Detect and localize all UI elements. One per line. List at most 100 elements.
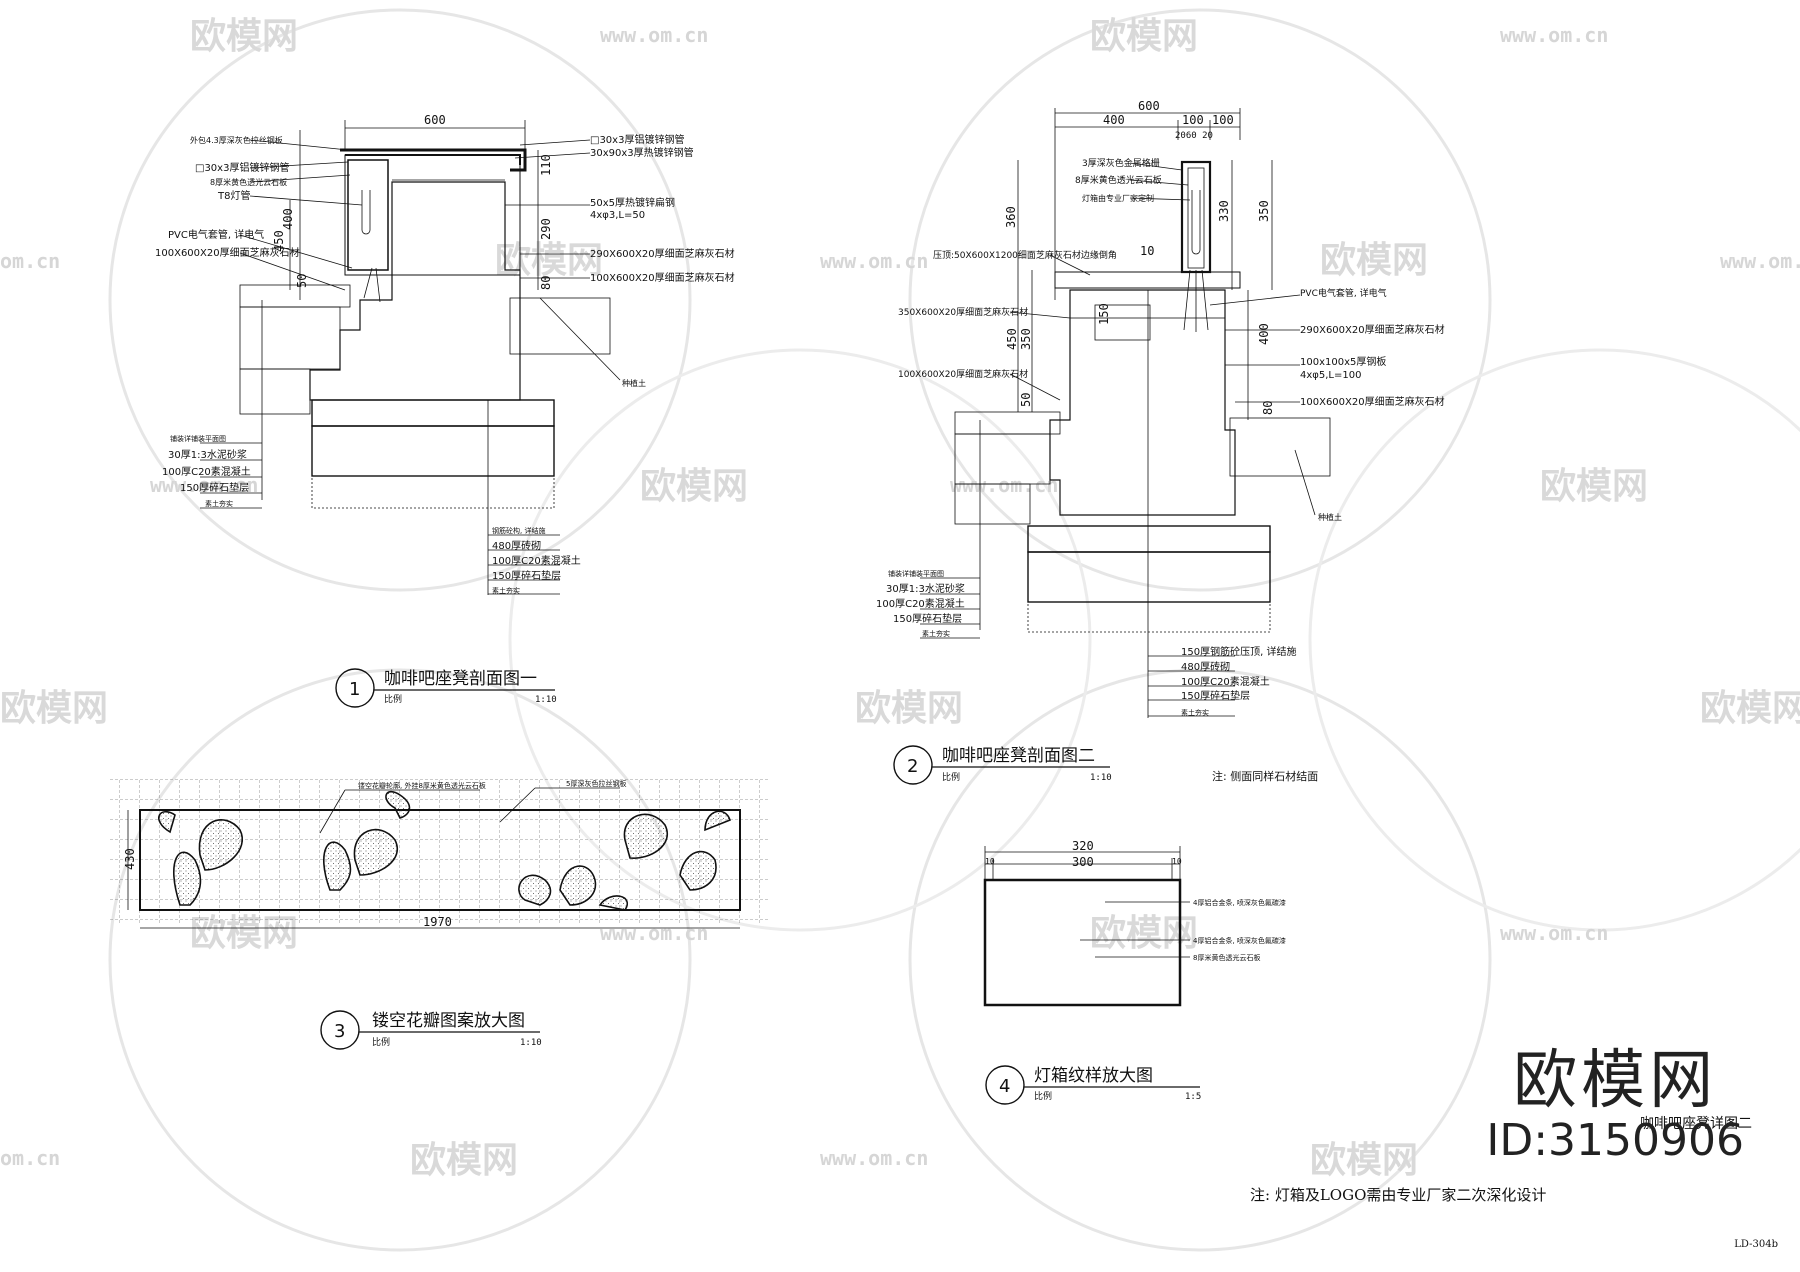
label-layer: 100厚C20素混凝土 [492, 554, 581, 567]
brand-logo: 欧模网 [1513, 1044, 1718, 1118]
dim-100: 100 [1212, 113, 1234, 127]
dim-50: 50 [295, 274, 309, 288]
label-layer: 30厚1:3水泥砂浆 [168, 448, 247, 461]
watermark-brand: 欧模网 [1700, 688, 1800, 729]
label-right: 4xφ5,L=100 [1300, 370, 1361, 381]
drawing-note: 注: 侧面同样石材结面 [1212, 769, 1318, 783]
watermark-url: www.om.cn [950, 473, 1058, 497]
label-layer: 100厚C20素混凝土 [876, 597, 965, 610]
dim-450: 450 [1005, 328, 1019, 350]
label-right: 4xφ3,L=50 [590, 210, 645, 221]
watermark-brand: 欧模网 [410, 1140, 518, 1181]
dim-330: 330 [1217, 200, 1231, 222]
label-left: 外包4.3厚深灰色拉丝钢板 [190, 135, 283, 145]
label-right: 30x90x3厚热镀锌钢管 [590, 146, 694, 159]
dim-100: 100 [1182, 113, 1204, 127]
scale-label: 比例 [1034, 1090, 1052, 1102]
petal-pattern-drawing: 1970 430 镂空花瓣轮廓, 外挂8厚米黄色透光云石板 5厚深灰色拉丝钢板 … [110, 778, 770, 1050]
footer-note: 注: 灯箱及LOGO需由专业厂家二次深化设计 [1250, 1186, 1547, 1204]
watermark-url: www.om.cn [600, 921, 708, 945]
dim-10: 10 [985, 857, 995, 866]
scale-label: 比例 [384, 693, 402, 705]
drawing-number: 1 [349, 679, 360, 700]
dim-80: 80 [539, 276, 553, 290]
label-layer: 素土夯实 [922, 629, 950, 638]
label-layer: 钢筋砼构, 详结施 [492, 526, 545, 535]
label-left: 100X600X20厚细面芝麻灰石材 [898, 368, 1028, 380]
label-left: 8厚米黄色透光云石板 [1075, 174, 1162, 186]
label-soil: 种植土 [1318, 512, 1342, 522]
dim-150: 150 [1097, 303, 1111, 325]
label-strip: 4厚铝合金条, 喷深灰色氟碳漆 [1193, 936, 1286, 945]
dim-290: 290 [539, 218, 553, 240]
label-layer: 素土夯实 [1181, 708, 1209, 717]
drawing-title: 咖啡吧座凳剖面图二 [942, 746, 1095, 766]
label-right: 290X600X20厚细面芝麻灰石材 [590, 247, 735, 260]
section-drawing-2: 600 400 100 100 2060 20 种植土 360 450 35 [876, 99, 1445, 785]
dim-400: 400 [281, 208, 295, 230]
label-layer: 150厚碎石垫层 [893, 612, 962, 625]
watermark-brand: 欧模网 [1090, 16, 1198, 57]
dim-350: 350 [1257, 200, 1271, 222]
scale-value: 1:10 [535, 695, 557, 705]
label-layer: 100厚C20素混凝土 [162, 465, 251, 478]
watermark-brand: 欧模网 [190, 16, 298, 57]
watermark-url-short: om.cn [0, 249, 60, 273]
drawing-number: 2 [907, 756, 918, 777]
scale-value: 1:10 [1090, 773, 1112, 783]
label-layer: 480厚砖砌 [1181, 660, 1230, 673]
dim-10: 10 [1172, 857, 1182, 866]
watermark-url: www.om.cn [1720, 249, 1800, 273]
label-layer: 素土夯实 [205, 499, 233, 508]
dim-small: 2060 20 [1175, 131, 1213, 141]
label-left: 压顶:50X600X1200细面芝麻灰石材边缘倒角 [933, 249, 1117, 261]
label-left: 100X600X20厚细面芝麻灰石材 [155, 246, 300, 259]
label-left: □30x3厚铝镀锌钢管 [195, 161, 289, 174]
sheet-number: LD-304b [1734, 1239, 1778, 1250]
label-soil: 种植土 [622, 378, 646, 388]
label-right: 100X600X20厚细面芝麻灰石材 [590, 271, 735, 284]
scale-label: 比例 [372, 1036, 390, 1048]
dim-400: 400 [1257, 323, 1271, 345]
watermark-url: www.om.cn [600, 23, 708, 47]
label-layer: 30厚1:3水泥砂浆 [886, 582, 965, 595]
watermark-brand: 欧模网 [1540, 466, 1648, 507]
label-layer: 150厚碎石垫层 [180, 481, 249, 494]
label-left: 350X600X20厚细面芝麻灰石材 [898, 306, 1028, 318]
label-layer: 150厚碎石垫层 [1181, 689, 1250, 702]
watermark-layer: 欧模网 欧模网 www.om.cn www.om.cn 欧模网 欧模网 om.c… [0, 8, 1800, 1252]
label-left: PVC电气套管, 详电气 [168, 228, 264, 241]
drawing-title: 镂空花瓣图案放大图 [372, 1011, 525, 1031]
watermark-url-short: om.cn [0, 1146, 60, 1170]
watermark-brand: 欧模网 [1310, 1140, 1418, 1181]
watermark-url: www.om.cn [1500, 23, 1608, 47]
dim-10: 10 [1140, 244, 1154, 258]
label-right: 100x100x5厚钢板 [1300, 355, 1386, 368]
dim-360: 360 [1004, 206, 1018, 228]
label-left: 8厚米黄色透光云石板 [210, 177, 287, 187]
watermark-url: www.om.cn [820, 1146, 928, 1170]
dim-600: 600 [1138, 99, 1160, 113]
dim-50: 50 [1019, 393, 1033, 407]
section-drawing-1: 600 种植土 400 450 50 110 290 80 [155, 113, 735, 708]
dim-80: 80 [1261, 401, 1275, 415]
drawing-title: 灯箱纹样放大图 [1034, 1066, 1153, 1086]
dim-400: 400 [1103, 113, 1125, 127]
model-id: ID:3150906 [1486, 1115, 1744, 1166]
label-layer: 480厚砖砌 [492, 539, 541, 552]
watermark-brand: 欧模网 [1320, 240, 1428, 281]
dim-300: 300 [1072, 855, 1094, 869]
label-layer: 150厚钢筋砼压顶, 详结施 [1181, 645, 1296, 658]
scale-value: 1:5 [1185, 1092, 1201, 1102]
dim-600: 600 [424, 113, 446, 127]
dim-450: 450 [272, 230, 286, 252]
dim-430: 430 [123, 848, 137, 870]
label-layer: 150厚碎石垫层 [492, 569, 561, 582]
label-strip: 4厚铝合金条, 喷深灰色氟碳漆 [1193, 898, 1286, 907]
label-right: 50x5厚热镀锌扁钢 [590, 196, 675, 209]
label-petal: 镂空花瓣轮廓, 外挂8厚米黄色透光云石板 [358, 781, 486, 790]
watermark-url: www.om.cn [1500, 921, 1608, 945]
label-left: T8灯管 [217, 189, 250, 202]
watermark-brand: 欧模网 [1090, 913, 1198, 954]
dim-1970: 1970 [423, 915, 452, 929]
